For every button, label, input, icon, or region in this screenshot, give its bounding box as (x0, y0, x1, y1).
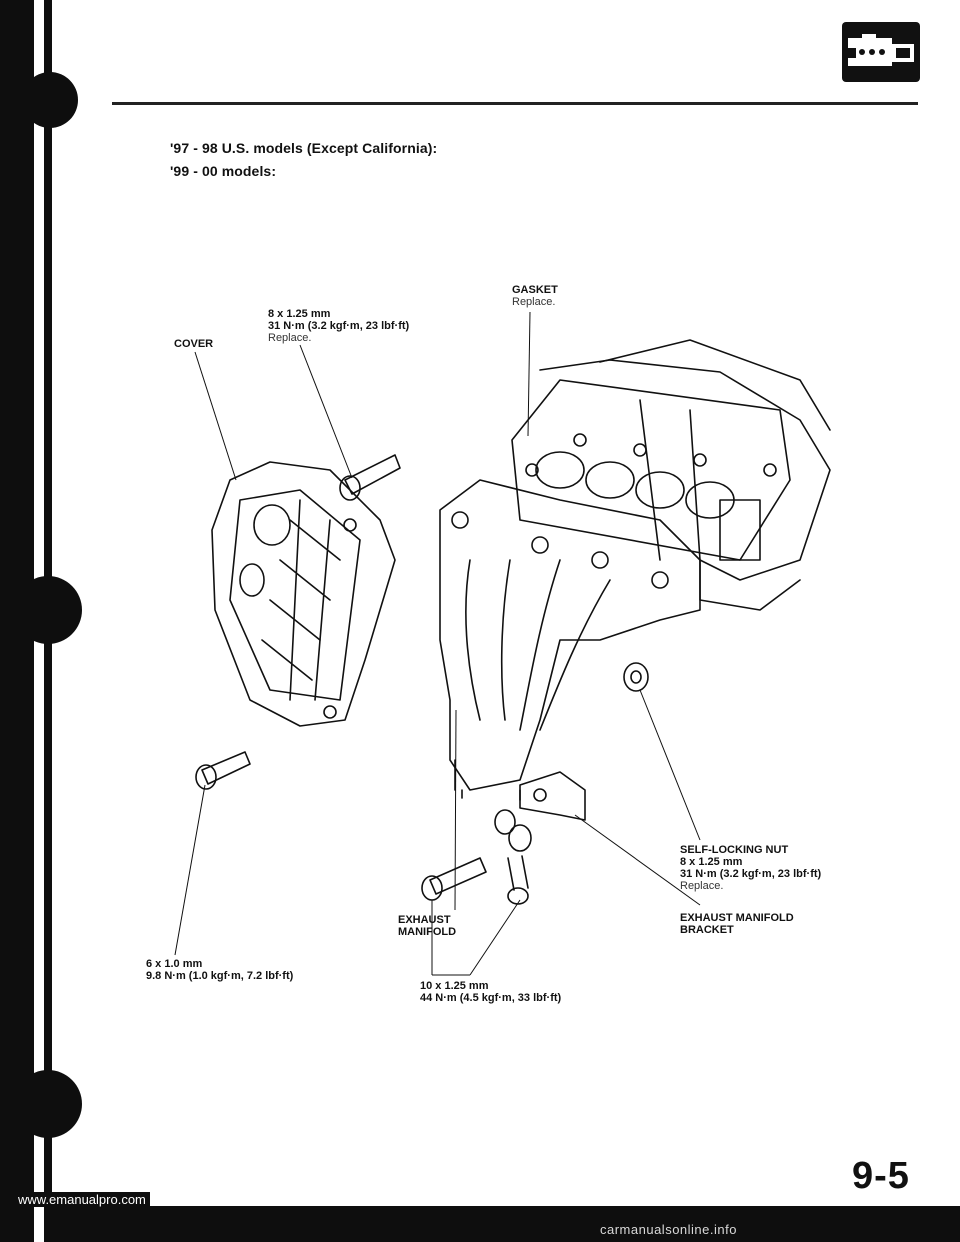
models-heading-2: '99 - 00 models: (170, 163, 277, 179)
leader-manifold (454, 709, 457, 911)
binder-hole (14, 576, 82, 644)
leader-cover (194, 351, 237, 481)
self-locking-nut-shape (623, 662, 649, 692)
gasket-label: GASKET Replace. (512, 284, 558, 308)
bracket-shape (519, 771, 586, 821)
footer-url[interactable]: www.emanualpro.com (14, 1192, 150, 1207)
gasket-shape (511, 379, 791, 561)
cover-label: COVER (174, 338, 214, 350)
header-rule (112, 102, 918, 105)
manifold-shape (439, 479, 701, 801)
models-heading-1: '97 - 98 U.S. models (Except California)… (170, 140, 438, 156)
cylinder-head (539, 339, 831, 611)
self-locking-nut-label: SELF-LOCKING NUT 8 x 1.25 mm 31 N·m (3.2… (680, 844, 822, 892)
bolt-left (195, 751, 251, 790)
manifold-bracket-label: EXHAUST MANIFOLD BRACKET (680, 912, 794, 936)
leader-nut (639, 689, 701, 841)
binder-hole (22, 72, 78, 128)
leader-bolt-top (299, 344, 353, 479)
leader-bracket (574, 814, 701, 906)
page-number: 9-5 (852, 1155, 910, 1197)
engine-icon (842, 22, 920, 82)
bolt-10x125-label: 10 x 1.25 mm 44 N·m (4.5 kgf·m, 33 lbf·f… (420, 980, 562, 1004)
leader-bolt-left (174, 784, 206, 956)
bolt-6x10-label: 6 x 1.0 mm 9.8 N·m (1.0 kgf·m, 7.2 lbf·f… (146, 958, 294, 982)
footer-bar (52, 1206, 960, 1242)
binder-hole (14, 1070, 82, 1138)
cover-shape (211, 461, 396, 727)
watermark-text: carmanualsonline.info (600, 1222, 737, 1237)
bolt-bottom (421, 857, 487, 901)
washers (494, 809, 532, 905)
bolt-8x125-label: 8 x 1.25 mm 31 N·m (3.2 kgf·m, 23 lbf·ft… (268, 308, 410, 344)
leader-gasket (527, 311, 531, 437)
exhaust-manifold-label: EXHAUST MANIFOLD (398, 914, 457, 938)
bolt-top (339, 454, 401, 501)
